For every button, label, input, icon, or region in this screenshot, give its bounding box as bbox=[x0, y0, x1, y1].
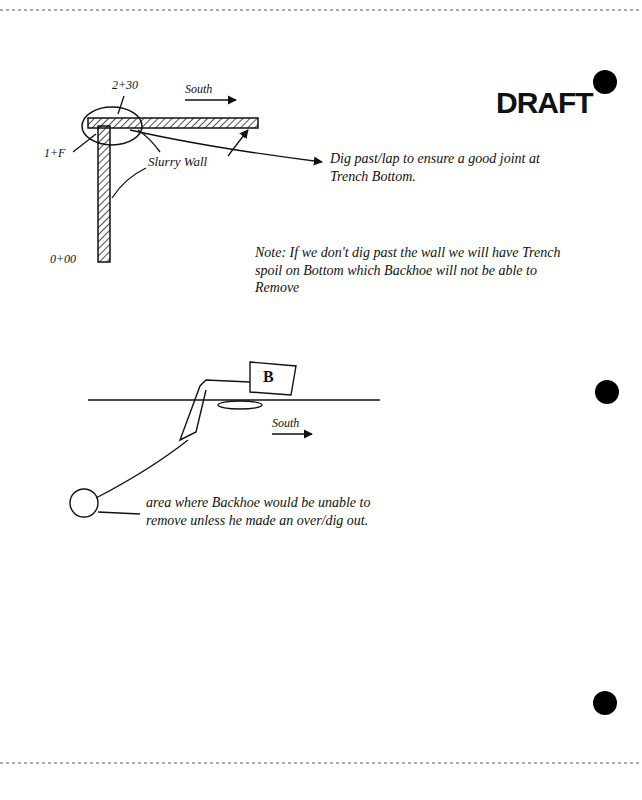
leader-line bbox=[98, 512, 140, 514]
binder-hole bbox=[593, 691, 617, 715]
scan-edge bbox=[0, 763, 642, 764]
leader-line bbox=[138, 130, 160, 152]
scan-edge bbox=[0, 10, 642, 11]
corner-circle bbox=[82, 107, 142, 145]
backhoe-track bbox=[218, 401, 262, 409]
direction-label: South bbox=[272, 416, 299, 431]
direction-label: South bbox=[185, 82, 212, 97]
station-label: 1+F bbox=[44, 146, 65, 161]
callout-arrow bbox=[228, 130, 248, 156]
binder-hole bbox=[595, 380, 619, 404]
slurry-wall bbox=[88, 118, 258, 128]
note-text: Note: If we don't dig past the wall we w… bbox=[255, 244, 565, 297]
station-label: 0+00 bbox=[50, 252, 76, 267]
slurry-wall bbox=[98, 126, 110, 262]
callout-note: Dig past/lap to ensure a good joint at T… bbox=[330, 150, 570, 185]
leader-line bbox=[118, 96, 124, 114]
wall-label: Slurry Wall bbox=[148, 154, 210, 170]
binder-hole bbox=[593, 70, 617, 94]
draft-watermark: DRAFT bbox=[496, 84, 593, 122]
backhoe-letter: B bbox=[263, 367, 274, 387]
leader-line bbox=[112, 168, 146, 198]
backhoe-cab bbox=[250, 362, 296, 395]
direction-arrow bbox=[185, 99, 236, 100]
leader-line bbox=[96, 440, 188, 498]
area-circle bbox=[70, 489, 98, 517]
backhoe-arm bbox=[180, 380, 250, 440]
station-label: 2+30 bbox=[112, 78, 138, 93]
callout-note: area where Backhoe would be unable to re… bbox=[146, 494, 371, 529]
direction-arrow bbox=[272, 433, 312, 434]
leader-line bbox=[73, 134, 96, 152]
